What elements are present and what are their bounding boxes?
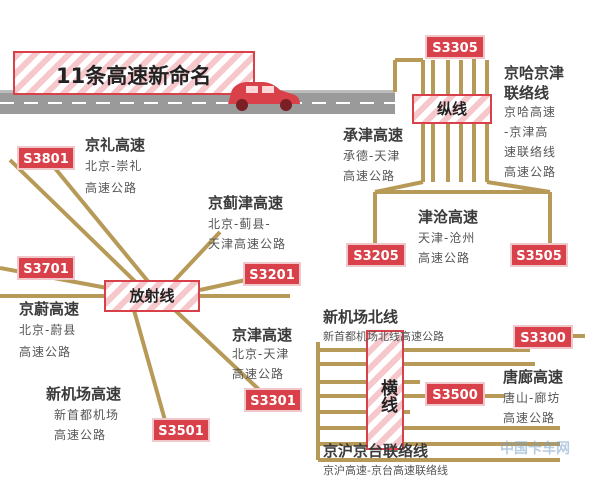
route-xinjichangbei-desc: 新首都机场北线高速公路 — [323, 330, 444, 343]
route-tangliang-desc-2: 高速公路 — [503, 411, 556, 425]
code-badge-s3501: S3501 — [152, 418, 210, 442]
route-jinghu-desc: 京沪高速-京台高速联络线 — [323, 464, 448, 477]
route-jingwei-desc-2: 高速公路 — [19, 345, 72, 359]
watermark-logo: 中国卡车网 — [500, 441, 570, 457]
code-badge-s3305: S3305 — [425, 35, 485, 59]
route-jingha-desc-3: 速联络线 — [504, 145, 557, 159]
route-jingjin-name: 京津高速 — [232, 326, 293, 344]
route-jingha-name-1: 京哈京津 — [504, 64, 565, 82]
route-xinjichang-desc-2: 高速公路 — [54, 428, 107, 442]
route-jincang-name: 津沧高速 — [418, 208, 479, 226]
code-badge-s3301: S3301 — [244, 388, 302, 412]
route-xinjichang-name: 新机场高速 — [46, 385, 122, 403]
route-jingha-name-2: 联络线 — [504, 84, 550, 102]
route-chengjin-desc-2: 高速公路 — [343, 169, 396, 183]
hub-horizontal: 横线 — [366, 330, 404, 450]
route-jingha-desc-2: -京津高 — [504, 125, 549, 139]
route-jingjin-desc-1: 北京-天津 — [232, 347, 290, 361]
route-chengjin-name: 承津高速 — [343, 126, 404, 144]
route-jingha-desc-1: 京哈高速 — [504, 105, 557, 119]
route-jingwei-desc-1: 北京-蔚县 — [19, 323, 77, 337]
hub-vertical: 纵线 — [412, 94, 492, 124]
page-title: 11条高速新命名 — [56, 64, 212, 88]
hub-horizontal-label: 横线 — [377, 379, 397, 413]
hub-radial: 放射线 — [104, 280, 200, 312]
code-badge-s3505: S3505 — [510, 243, 568, 267]
route-jingjijin-name: 京蓟津高速 — [208, 194, 284, 212]
route-jingjijin-desc-1: 北京-蓟县- — [208, 217, 271, 231]
route-jingli-desc-2: 高速公路 — [85, 181, 138, 195]
code-badge-s3500: S3500 — [425, 382, 485, 406]
route-jingli-desc-1: 北京-崇礼 — [85, 159, 143, 173]
route-chengjin-desc-1: 承德-天津 — [343, 149, 401, 163]
code-badge-s3701: S3701 — [17, 256, 75, 280]
code-badge-s3300: S3300 — [513, 325, 573, 349]
route-jingha-desc-4: 高速公路 — [504, 165, 557, 179]
route-jingjin-desc-2: 高速公路 — [232, 367, 285, 381]
title-banner — [13, 51, 255, 95]
route-jincang-desc-2: 高速公路 — [418, 251, 471, 265]
code-badge-s3205: S3205 — [346, 243, 406, 267]
route-xinjichang-desc-1: 新首都机场 — [54, 408, 120, 422]
route-xinjichangbei-name: 新机场北线 — [323, 308, 399, 326]
car-icon — [228, 82, 300, 111]
route-jingli-name: 京礼高速 — [85, 136, 146, 154]
route-jincang-desc-1: 天津-沧州 — [418, 231, 476, 245]
route-jinghu-name: 京沪京台联络线 — [323, 442, 429, 460]
route-tangliang-name: 唐廊高速 — [503, 368, 564, 386]
route-jingjijin-desc-2: 天津高速公路 — [208, 237, 287, 251]
route-tangliang-desc-1: 唐山-廊坊 — [503, 391, 561, 405]
code-badge-s3801: S3801 — [17, 146, 75, 170]
code-badge-s3201: S3201 — [243, 262, 301, 286]
route-jingwei-name: 京蔚高速 — [19, 300, 80, 318]
